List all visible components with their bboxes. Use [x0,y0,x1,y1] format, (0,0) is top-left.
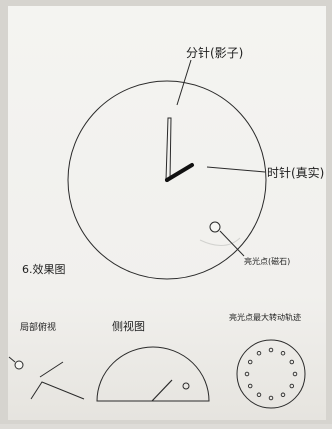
orbit-dot [289,383,295,389]
hour-hand-annotation: 时针(真实) [206,165,324,180]
orbit-dot [292,371,298,377]
orbit-dot [289,359,295,365]
partial-top-view-label: 局部俯视 [20,321,56,333]
orbit-dot [244,371,250,377]
minute-hand-annotation: 分针(影子) [176,45,243,106]
orbit-dot [247,383,253,389]
partial-corner-lines [30,381,85,400]
partial-light-dot [14,360,24,370]
hour-hand-leader-line [206,166,266,173]
orbit-dot [247,359,253,365]
side-view-light-dot [182,382,190,390]
orbit-dot [268,395,274,401]
paper-sheet [8,6,326,420]
orbit-dot [268,347,274,353]
section-title: 6.效果图 [22,262,66,276]
hour-hand [165,163,194,182]
orbit-dot [280,350,286,356]
partial-top-view: 局部俯视 [8,321,85,400]
side-view-hand [151,379,173,402]
light-dot-leader-line [219,230,245,257]
partial-hand [39,361,64,378]
light-dot [209,221,221,233]
faint-arc [199,237,241,246]
main-clock [67,80,267,280]
light-dot-annotation: 亮光点(磁石) [219,230,290,266]
minute-hand-label: 分针(影子) [186,45,243,60]
orbit-view-label: 亮光点最大转动轨迹 [229,312,301,322]
minute-hand-leader-line [176,59,192,106]
side-view-label: 侧视图 [112,319,145,333]
pointer-tick [8,356,16,363]
side-view-dome [96,346,210,402]
hour-hand-label: 时针(真实) [267,165,324,180]
clock-face-circle [67,80,267,280]
orbit-dot [256,392,262,398]
orbit-dot [256,350,262,356]
orbit-dot [280,392,286,398]
side-view: 侧视图 [96,319,210,402]
light-dot-label: 亮光点(磁石) [244,256,290,266]
orbit-dots [244,347,298,401]
clock-center-pivot [165,178,169,182]
minute-hand [165,117,172,181]
orbit-outer-circle [236,339,306,409]
orbit-view: 亮光点最大转动轨迹 [229,312,306,409]
